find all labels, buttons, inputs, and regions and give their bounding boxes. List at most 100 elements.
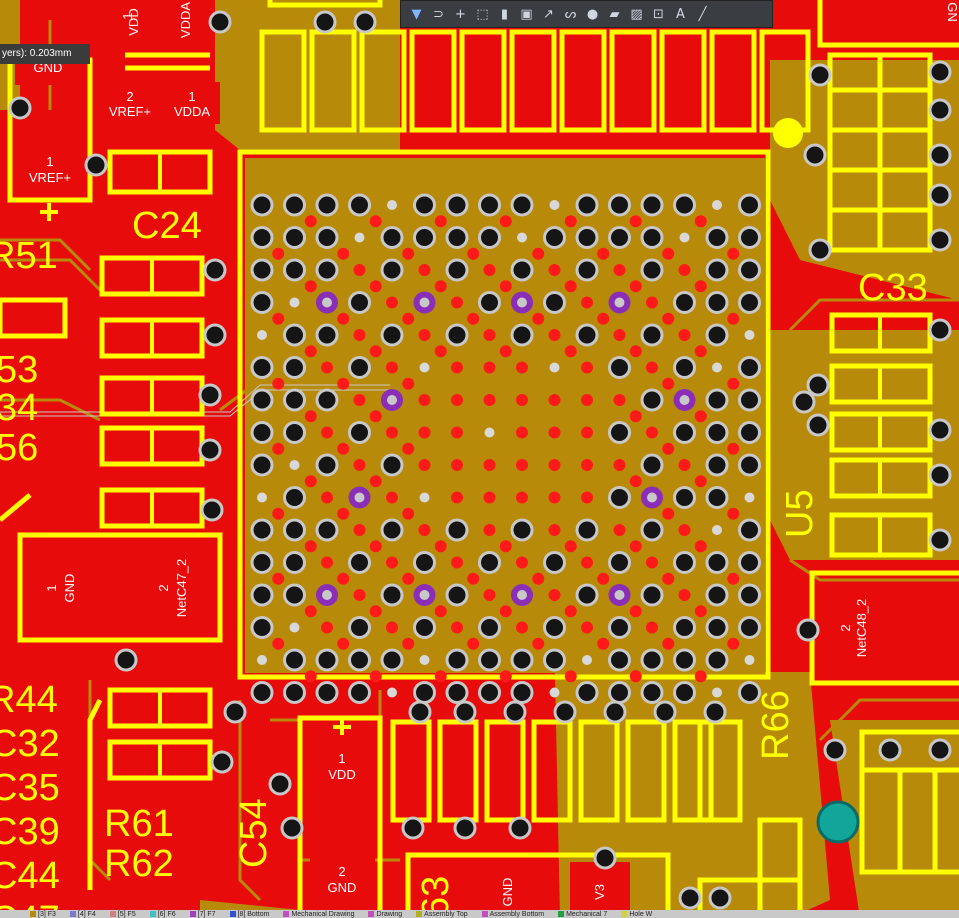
bga-pad [646, 426, 658, 439]
layer-tab[interactable]: Mechanical Drawing [283, 911, 354, 918]
layer-tab[interactable]: [4] F4 [69, 911, 96, 918]
bga-pad [678, 264, 691, 276]
via [593, 846, 617, 870]
bga-pad [386, 361, 398, 374]
bga-pad [451, 426, 463, 439]
bga-pad [564, 215, 577, 228]
pad-vdd-bot-num: 1 [338, 751, 345, 766]
add-icon[interactable]: + [455, 6, 466, 22]
via [806, 413, 830, 437]
layer-color-swatch [416, 910, 423, 917]
layer-tab[interactable]: Assembly Bottom [481, 911, 544, 918]
via [705, 551, 729, 574]
bga-pad [272, 507, 285, 520]
designator-r56: 56 [0, 427, 38, 469]
via [413, 681, 436, 704]
via [673, 421, 696, 444]
via [250, 518, 274, 542]
pad-gn-topright: GN [945, 2, 959, 22]
layer-tab[interactable]: Drawing [368, 911, 402, 918]
route-icon[interactable]: ↗ [543, 6, 554, 22]
via [744, 655, 755, 665]
bga-pad [304, 670, 317, 683]
via [608, 648, 631, 672]
via [575, 193, 599, 217]
layer-tab[interactable]: [3] F3 [30, 911, 56, 918]
bga-pad [304, 345, 317, 358]
bga-pad [451, 394, 463, 406]
layer-tab[interactable]: [8] Bottom [229, 911, 269, 918]
graph-icon[interactable]: ▨ [630, 6, 643, 22]
layer-tab[interactable]: Assembly Top [416, 910, 468, 918]
via [738, 421, 761, 444]
bga-pad [581, 491, 593, 504]
polygon-icon[interactable]: ▰ [609, 6, 620, 22]
select-rectangle-icon[interactable]: ⬚ [476, 6, 489, 22]
text-icon[interactable]: A [676, 6, 685, 22]
via [408, 700, 432, 724]
via [419, 362, 430, 373]
layer-tab[interactable]: [6] F6 [149, 910, 176, 918]
line-icon[interactable]: ╱ [698, 6, 707, 22]
via [738, 583, 761, 607]
via [712, 525, 722, 535]
bga-pad [694, 410, 707, 423]
bga-pad [629, 280, 642, 293]
via [806, 373, 830, 397]
bga-pad [581, 296, 593, 309]
layer-color-swatch [149, 910, 156, 917]
via [705, 583, 729, 607]
component-icon[interactable]: ▣ [520, 6, 533, 22]
interactive-routing-icon[interactable]: ⊃ [433, 6, 444, 22]
via [348, 356, 371, 379]
layer-tab[interactable]: Hole W [621, 911, 652, 918]
via [575, 583, 599, 607]
via [510, 258, 534, 282]
via [673, 356, 696, 379]
via [543, 648, 566, 672]
via-icon[interactable]: ● [586, 6, 599, 22]
via [250, 291, 274, 314]
bga-pad [727, 442, 740, 455]
layer-tab[interactable]: [5] F5 [109, 911, 136, 918]
via-hole [679, 395, 690, 405]
align-icon[interactable]: ▮ [500, 6, 509, 22]
bga-pad [532, 312, 545, 325]
bga-pad [613, 329, 626, 341]
bga-pad [646, 296, 658, 309]
layer-color-swatch [283, 910, 290, 917]
via [445, 226, 469, 249]
bga-pad [564, 280, 577, 293]
via [250, 421, 274, 444]
via [603, 700, 627, 724]
dimension-icon[interactable]: ⊡ [653, 6, 664, 22]
bga-pad [337, 572, 350, 585]
via [354, 232, 365, 243]
via [257, 330, 267, 340]
bga-pad [532, 572, 545, 585]
bga-pad [353, 524, 366, 536]
bga-pad [516, 556, 528, 569]
via [478, 616, 501, 639]
via [445, 518, 469, 542]
via [640, 388, 664, 412]
via [200, 498, 224, 522]
designator-c33: C33 [858, 267, 928, 309]
layer-tab[interactable]: Mechanical 7 [558, 911, 607, 918]
filter-icon[interactable]: ▼ [411, 6, 422, 22]
via [380, 518, 404, 542]
via [640, 193, 664, 217]
via [640, 323, 664, 347]
via [808, 238, 832, 262]
via [705, 323, 729, 347]
bga-pad [597, 637, 610, 650]
layer-tab[interactable]: [7] F7 [189, 911, 216, 918]
bga-pad [321, 621, 333, 634]
via [673, 551, 696, 574]
track-icon[interactable]: ᔕ [564, 6, 577, 22]
bga-pad [629, 540, 642, 553]
via [283, 258, 306, 282]
bga-pad [353, 589, 366, 601]
bga-pad [581, 394, 593, 406]
